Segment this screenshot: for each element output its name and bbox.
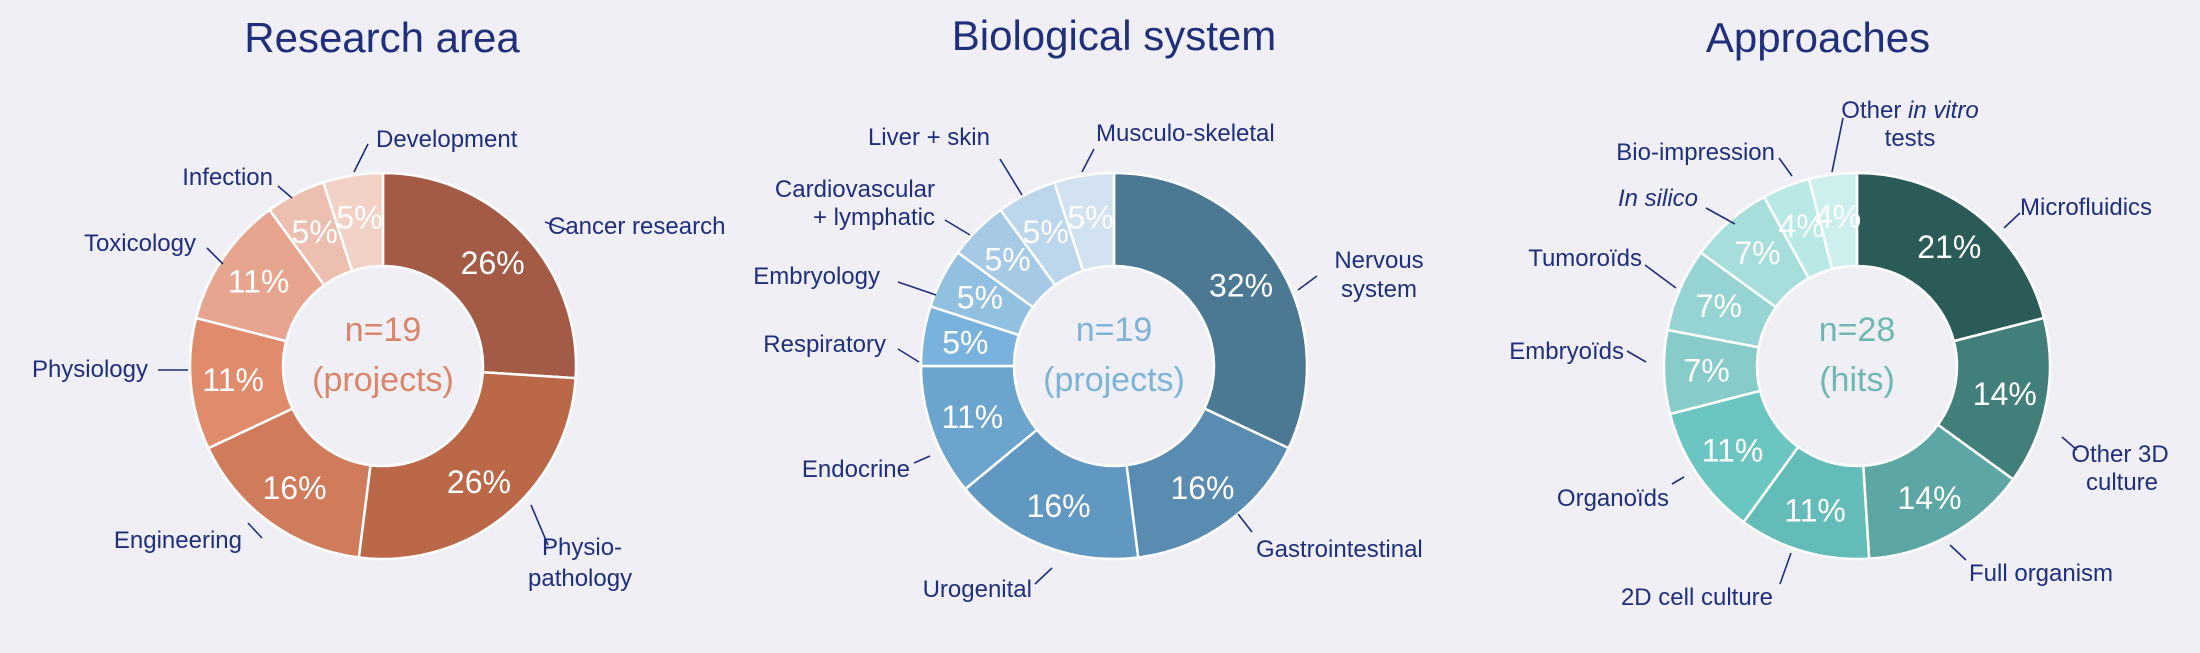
label-in-silico: In silico — [1618, 185, 1698, 212]
slice-other-in-vitro-tests — [1807, 171, 1859, 271]
leader-organoids — [1671, 476, 1685, 485]
leader-embryology — [897, 281, 937, 296]
donut-research-area: 26%26%16%11%11%5%5% — [188, 171, 578, 561]
label-toxicology: Toxicology — [84, 230, 196, 257]
donut-biological-system: 32%16%16%11%5%5%5%5%5% — [919, 171, 1309, 561]
label-physio-pathology: Physio-pathology — [528, 534, 632, 592]
center-count-approaches: n=28 — [1819, 311, 1896, 349]
label-microfluidics: Microfluidics — [2020, 194, 2152, 221]
value-label-urogenital: 16% — [1027, 488, 1091, 524]
value-label-endocrine: 11% — [942, 399, 1004, 435]
center-unit-approaches: (hits) — [1819, 361, 1895, 399]
value-label-physio-pathology: 26% — [447, 464, 511, 500]
leader-development — [353, 143, 369, 173]
value-label-organo-ds: 11% — [1702, 433, 1764, 469]
label-embryology: Embryology — [753, 263, 880, 290]
leader-cardiovascular — [944, 219, 971, 236]
leader-respiratory — [897, 348, 920, 363]
value-label-respiratory: 5% — [942, 324, 988, 360]
leader-bio-impression — [1778, 157, 1793, 177]
value-label-engineering: 16% — [263, 470, 327, 506]
leader-other-in-vitro — [1831, 117, 1844, 173]
value-label-gastrointestinal: 16% — [1170, 470, 1234, 506]
value-label-infection: 5% — [292, 214, 338, 250]
donut-approaches: 21%14%14%11%11%7%7%7%4%4% — [1662, 171, 2052, 561]
label-engineering: Engineering — [114, 527, 242, 554]
leader-toxicology — [206, 247, 224, 265]
leader-engineering — [247, 522, 263, 539]
label-liver-skin: Liver + skin — [868, 124, 990, 151]
value-label-other-3d-culture: 14% — [1973, 376, 2037, 412]
label-cancer-research: Cancer research — [548, 213, 725, 240]
value-label-tumoro-ds: 7% — [1696, 288, 1742, 324]
center-count-biological-system: n=19 — [1076, 311, 1153, 349]
value-label-embryo-ds: 7% — [1683, 353, 1729, 389]
leader-nervous-system — [1297, 275, 1318, 291]
leader-microfluidics — [2003, 212, 2021, 229]
slice-microfluidics — [1855, 171, 2046, 343]
center-unit-research-area: (projects) — [312, 361, 454, 399]
leader-cancer-research — [544, 221, 569, 231]
leader-endocrine — [913, 455, 931, 464]
label-2d-cell-culture: 2D cell culture — [1621, 584, 1773, 611]
leader-musculo-skeletal — [1081, 148, 1095, 173]
center-count-research-area: n=19 — [345, 311, 422, 349]
leader-liver-skin — [999, 158, 1023, 196]
label-tumoroids: Tumoroïds — [1528, 245, 1642, 272]
label-respiratory: Respiratory — [763, 331, 886, 358]
label-bio-impression: Bio-impression — [1616, 139, 1775, 166]
leader-tumoroids — [1644, 264, 1677, 289]
leader-embryoids — [1626, 350, 1647, 363]
value-label-2d-cell-culture: 11% — [1784, 493, 1846, 529]
leader-in-silico — [1705, 207, 1736, 225]
label-development: Development — [376, 126, 518, 153]
leader-gastrointestinal — [1237, 513, 1253, 533]
leader-urogenital — [1034, 567, 1053, 585]
value-label-cardiovascular-lymphatic: 5% — [984, 242, 1030, 278]
leader-lines — [158, 117, 2078, 585]
label-organoids: Organoïds — [1557, 485, 1669, 512]
value-label-in-silico: 7% — [1734, 235, 1780, 271]
slice-musculo-skeletal — [1052, 171, 1116, 273]
label-infection: Infection — [182, 164, 273, 191]
label-endocrine: Endocrine — [802, 456, 910, 483]
label-full-organism: Full organism — [1969, 560, 2113, 587]
value-label-toxicology: 11% — [228, 263, 290, 299]
label-embryoids: Embryoïds — [1509, 338, 1624, 365]
chart-title-approaches: Approaches — [1706, 14, 1930, 61]
value-label-liver-skin: 5% — [1023, 214, 1069, 250]
leader-full-organism — [1949, 544, 1967, 561]
chart-title-research-area: Research area — [244, 14, 520, 61]
leader-infection — [277, 185, 293, 199]
slice-nervous-system — [1112, 171, 1309, 450]
value-label-full-organism: 14% — [1897, 480, 1961, 516]
label-urogenital: Urogenital — [923, 576, 1032, 603]
label-physiology: Physiology — [32, 356, 148, 383]
value-label-musculo-skeletal: 5% — [1067, 199, 1113, 235]
value-label-nervous-system: 32% — [1209, 267, 1273, 303]
value-label-microfluidics: 21% — [1917, 229, 1981, 265]
leader-physio-pathology — [530, 504, 549, 546]
slice-cancer-research — [381, 171, 578, 380]
chart-title-biological-system: Biological system — [952, 12, 1276, 59]
label-gastrointestinal: Gastrointestinal — [1256, 536, 1423, 563]
leader-other-3d-culture — [2061, 436, 2078, 451]
value-label-cancer-research: 26% — [461, 245, 525, 281]
label-musculo-skeletal: Musculo-skeletal — [1096, 120, 1275, 147]
slice-development — [321, 171, 385, 273]
slice-physio-pathology — [357, 370, 577, 561]
value-label-embryology: 5% — [957, 280, 1003, 316]
value-label-other-in-vitro-tests: 4% — [1815, 199, 1861, 235]
value-label-physiology: 11% — [202, 362, 264, 398]
leader-2d-cell-culture — [1779, 552, 1792, 585]
value-label-development: 5% — [336, 199, 382, 235]
label-cardiovascular-lymphatic: Cardiovascular+ lymphatic — [775, 176, 935, 231]
center-unit-biological-system: (projects) — [1043, 361, 1185, 399]
